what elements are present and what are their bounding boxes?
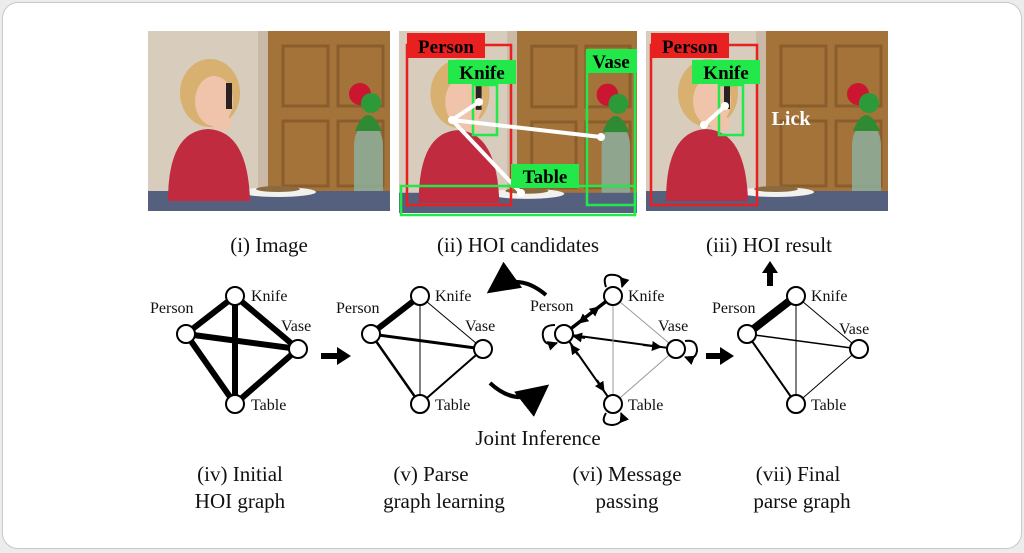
cycle-arrow-bottom [488,381,550,417]
node-person-label: Person [530,298,574,315]
caption-initial-1: (iv) Initial [197,462,283,486]
node-vase-label: Vase [281,318,311,335]
knife-label-bg [448,60,516,84]
node-table [410,394,430,414]
photo-result: Person Knife Lick [646,31,888,211]
node-vase-label: Vase [465,318,495,335]
node-person [554,324,574,344]
node-vase [473,339,493,359]
result-person-label-bg [651,33,729,58]
node-vase [288,339,308,359]
up-arrow [762,261,778,286]
graph-message: Person Knife Vase Table [530,273,699,427]
caption-initial-2: HOI graph [195,489,286,513]
action-label: Lick [772,108,812,130]
person-label: Person [418,37,474,58]
table-label-bg [511,164,579,188]
arrow-initial-to-parse [321,347,351,365]
knife-label: Knife [459,63,504,84]
caption-result: (iii) HOI result [706,233,832,257]
caption-image: (i) Image [230,233,308,257]
result-knife-label-bg [692,60,760,84]
node-table-label: Table [435,397,470,414]
caption-final-2: parse graph [753,489,851,513]
node-person [176,324,196,344]
node-knife-label: Knife [811,288,847,305]
photo-scene-1 [148,31,390,211]
graph-parse: Person Knife Vase Table [336,286,495,414]
node-knife [603,286,623,306]
node-person-label: Person [336,300,380,317]
caption-candidates: (ii) HOI candidates [437,233,599,257]
node-person [361,324,381,344]
node-knife [410,286,430,306]
node-table-label: Table [811,397,846,414]
graph-final: Person Knife Vase Table [712,286,869,414]
joint-inference-label: Joint Inference [475,426,600,450]
node-table [603,394,623,414]
node-vase-label: Vase [658,318,688,335]
photo-original [148,31,390,211]
caption-final-1: (vii) Final [756,462,841,486]
vase-label: Vase [592,52,629,73]
caption-parse-2: graph learning [383,489,505,513]
node-knife-label: Knife [435,288,471,305]
caption-message-2: passing [596,489,660,513]
node-knife-label: Knife [628,288,664,305]
node-knife [225,286,245,306]
node-vase-label: Vase [839,321,869,338]
person-label-bg [407,33,485,58]
hoi-figure: (i) Image Person Knife Vase Table (ii) H… [148,31,888,513]
node-table [225,394,245,414]
graph-initial: Person Knife Vase Table [150,286,311,414]
node-vase [666,339,686,359]
caption-parse-1: (v) Parse [393,462,468,486]
node-person-label: Person [150,300,194,317]
node-knife-label: Knife [251,288,287,305]
knife-box [471,83,499,137]
node-table-label: Table [251,397,286,414]
result-person-label: Person [662,37,718,58]
node-knife [786,286,806,306]
node-table [786,394,806,414]
caption-message-1: (vi) Message [572,462,681,486]
node-person [737,324,757,344]
node-vase [849,339,869,359]
photo-candidates: Person Knife Vase Table [399,31,637,217]
vase-label-bg [586,49,637,73]
arrow-message-to-final [706,347,734,365]
result-knife-label: Knife [703,63,748,84]
node-table-label: Table [628,397,663,414]
table-label: Table [523,167,568,188]
cycle-arrow-top [486,261,548,297]
node-person-label: Person [712,300,756,317]
